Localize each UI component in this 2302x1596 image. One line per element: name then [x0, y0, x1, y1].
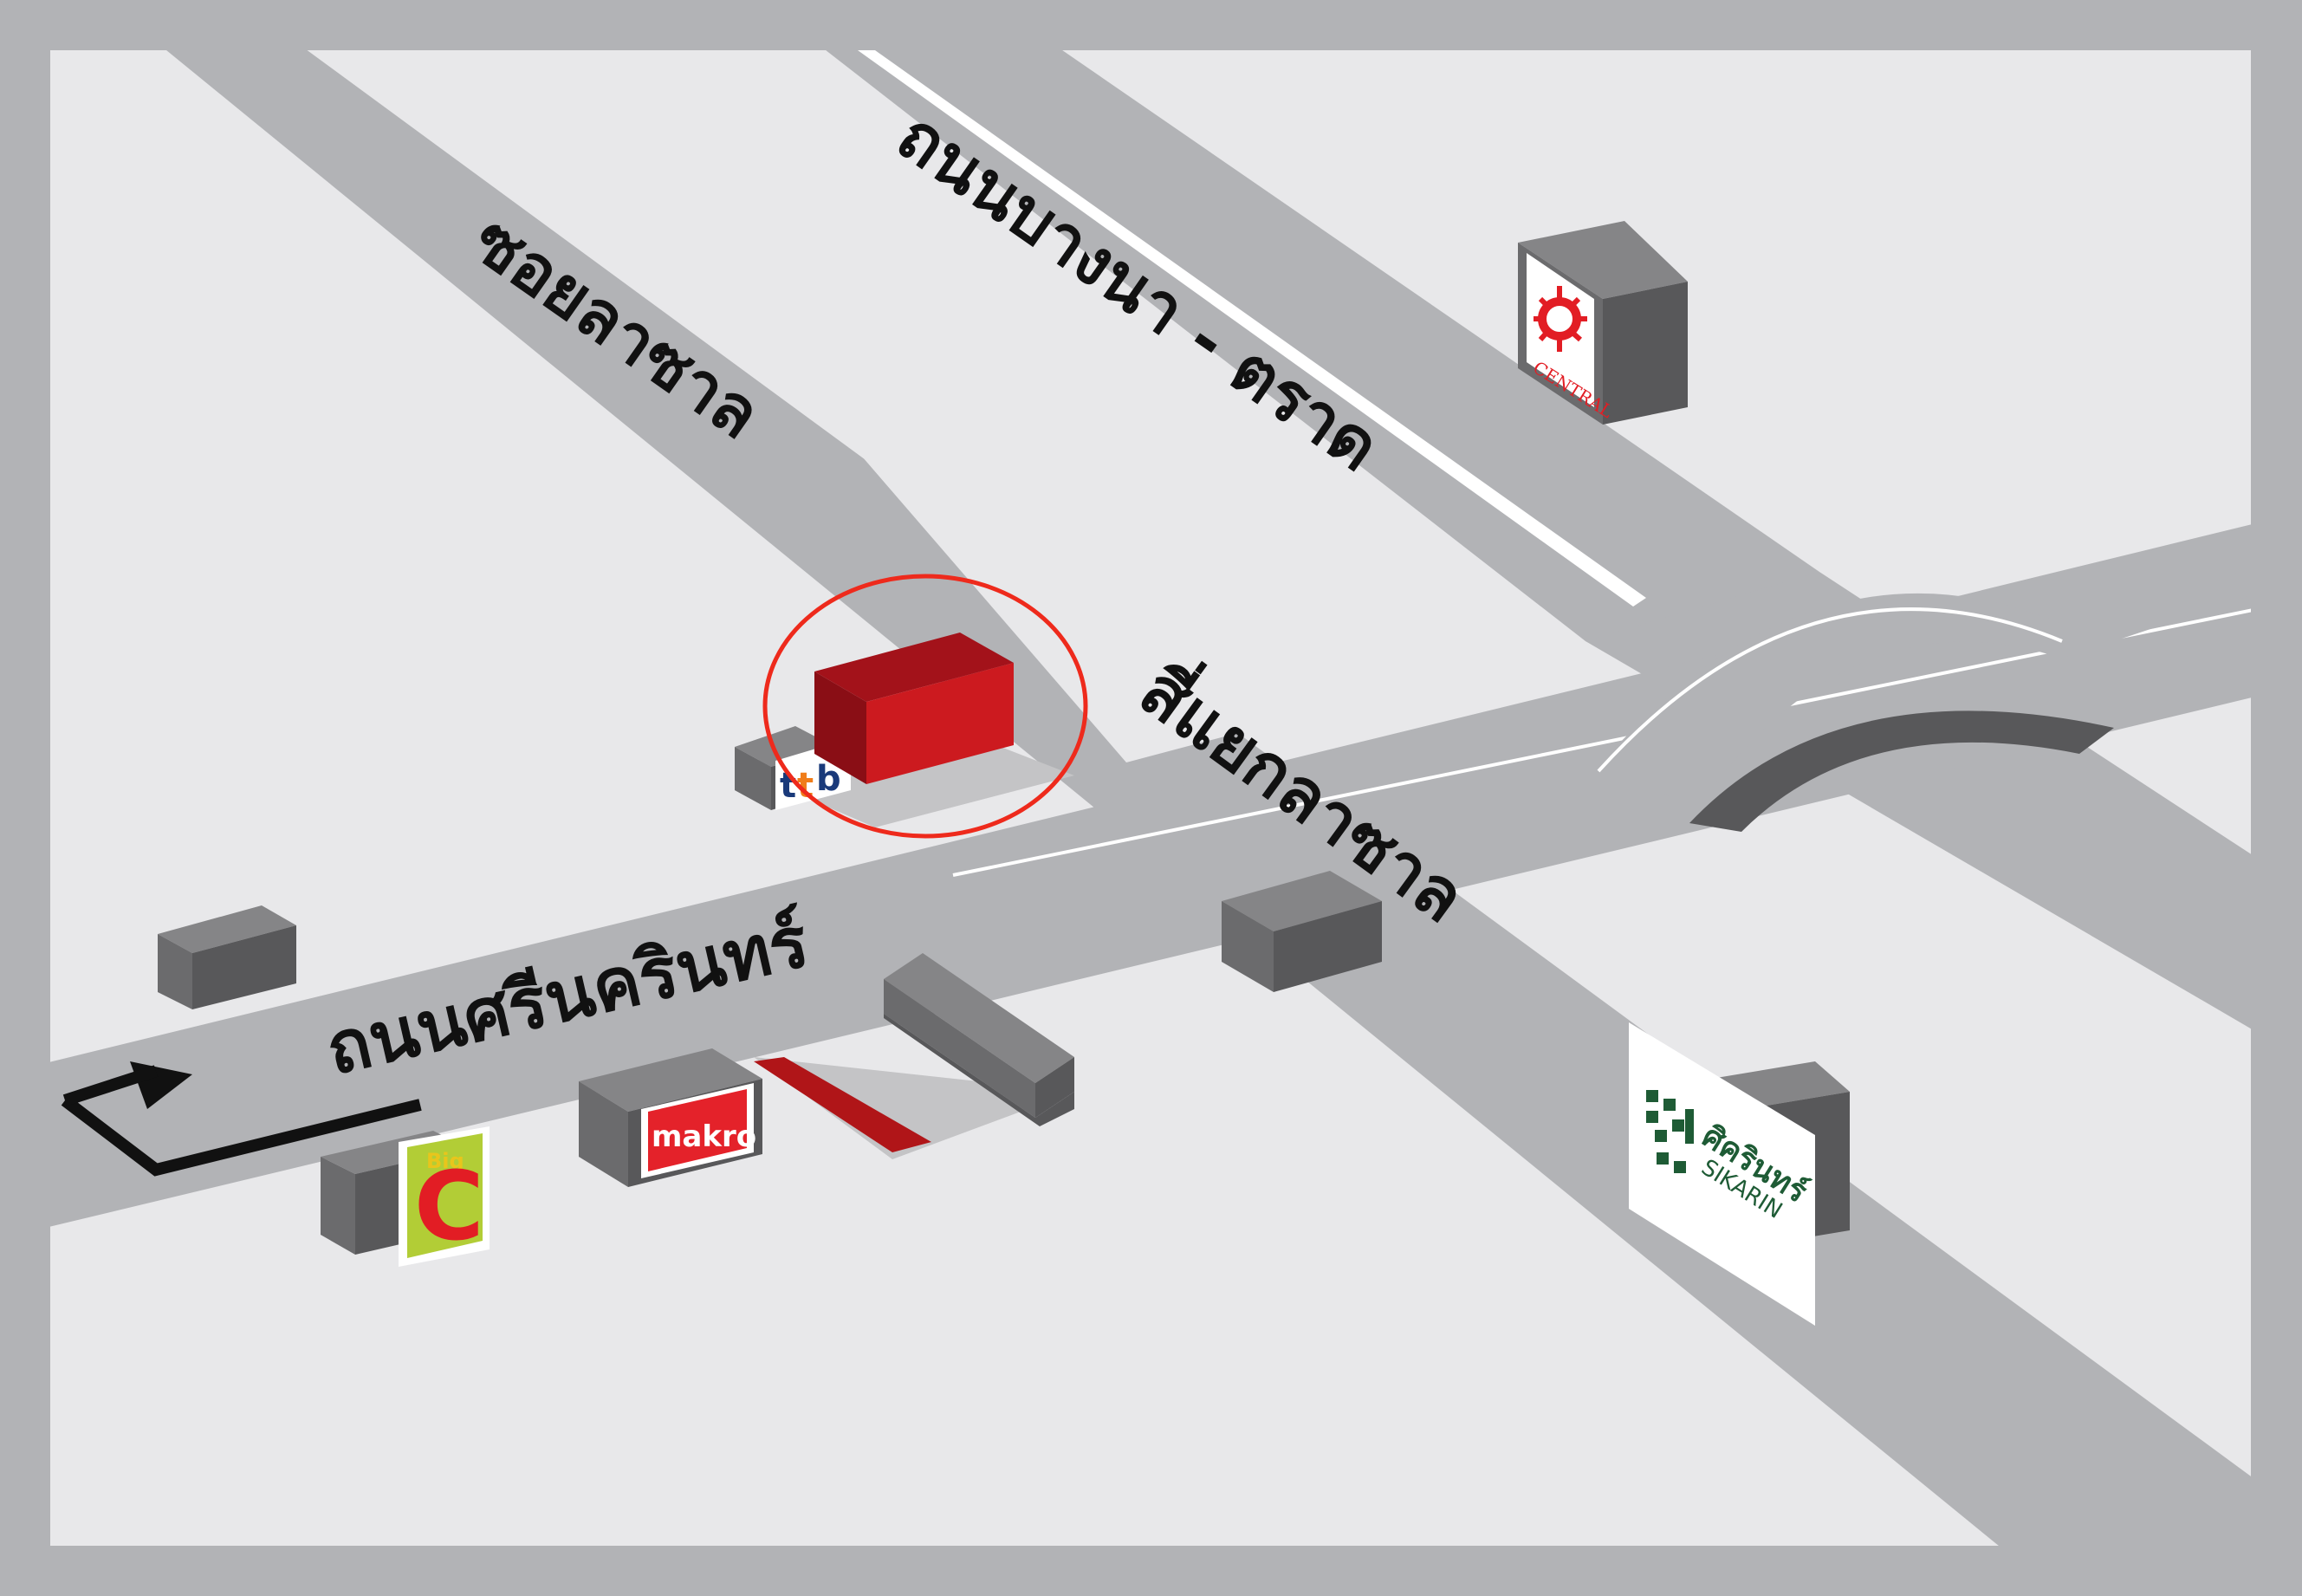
makro-building: makro: [579, 1048, 762, 1187]
makro-logo: makro: [641, 1083, 756, 1178]
bangna-center-line: [858, 50, 1646, 607]
overpass-bridge: [1594, 568, 2251, 806]
overpass-shadow: [1689, 710, 2114, 832]
bigc-building: Big C: [321, 1126, 490, 1267]
bigc-big-text: C: [414, 1151, 484, 1262]
target-location: t t b: [735, 574, 1088, 839]
makro-text: makro: [652, 1119, 756, 1154]
sikarin-building: ศิครินทร์ SIKARIN: [1629, 1022, 1850, 1326]
central-building: CENTRAL: [1518, 221, 1688, 425]
direction-arrow-icon: [61, 1061, 422, 1177]
building-long: [754, 953, 1074, 1159]
ground-wedge: [511, 50, 1421, 762]
building-box-left: [158, 905, 296, 1009]
overpass-edge-line: [1597, 607, 2063, 773]
sikarin-sign: ศิครินทร์ SIKARIN: [1629, 1022, 1815, 1326]
bigc-logo: Big C: [399, 1126, 490, 1267]
sikarin-logo-icon: [1646, 1090, 1694, 1173]
bigc-small-text: Big: [426, 1149, 464, 1173]
building-box-middle: [1222, 871, 1382, 992]
target-building: [814, 633, 1014, 784]
target-highlight-circle: [762, 574, 1088, 839]
